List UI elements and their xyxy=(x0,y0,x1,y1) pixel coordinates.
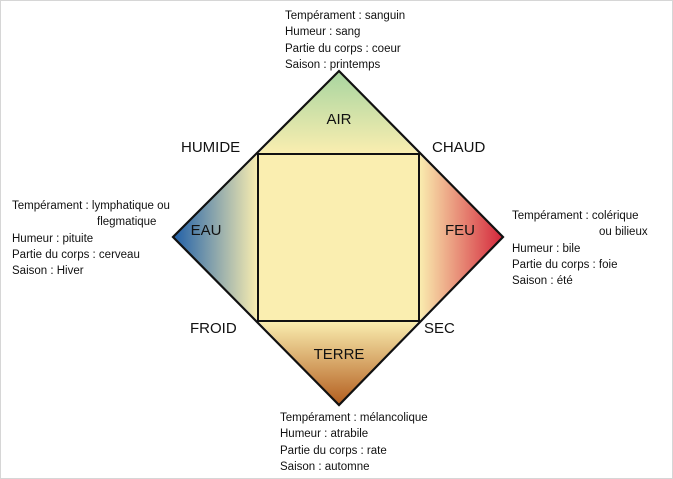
center-square xyxy=(257,153,420,322)
feu-region xyxy=(419,154,503,321)
element-label-air: AIR xyxy=(326,111,352,128)
eau-saison: Saison : Hiver xyxy=(12,265,84,278)
air-humeur: Humeur : sang xyxy=(285,26,361,39)
feu-humeur: Humeur : bile xyxy=(512,242,581,255)
terre-humeur: Humeur : atrabile xyxy=(280,428,369,441)
quality-humide: HUMIDE xyxy=(181,139,241,156)
terre-saison: Saison : automne xyxy=(280,460,370,473)
eau-partie-du-corps: Partie du corps : cerveau xyxy=(12,248,140,261)
feu-info: Tempérament : colérique ou bilieux Humeu… xyxy=(512,208,648,289)
feu-saison: Saison : été xyxy=(512,275,573,288)
quality-chaud: CHAUD xyxy=(432,139,486,156)
eau-temperament: Tempérament : lymphatique ou xyxy=(12,200,170,212)
eau-region xyxy=(173,154,258,321)
air-partie-du-corps: Partie du corps : coeur xyxy=(285,42,401,55)
feu-partie-du-corps: Partie du corps : foie xyxy=(512,258,618,271)
terre-partie-du-corps: Partie du corps : rate xyxy=(280,444,387,457)
quality-froid: FROID xyxy=(190,320,237,337)
air-info: Tempérament : sanguin Humeur : sang Part… xyxy=(285,8,405,73)
air-saison: Saison : printemps xyxy=(285,58,381,71)
element-label-eau: EAU xyxy=(190,222,222,239)
terre-region xyxy=(258,321,419,405)
feu-temperament: Tempérament : colérique xyxy=(512,210,639,222)
eau-temperament-cont: flegmatique xyxy=(97,216,157,229)
terre-temperament: Tempérament : mélancolique xyxy=(280,412,428,424)
element-label-feu: FEU xyxy=(445,222,475,239)
terre-info: Tempérament : mélancolique Humeur : atra… xyxy=(280,410,428,475)
air-region xyxy=(258,71,419,154)
feu-temperament-cont: ou bilieux xyxy=(599,226,648,239)
air-temperament: Tempérament : sanguin xyxy=(285,10,406,22)
element-label-terre: TERRE xyxy=(313,346,365,363)
eau-humeur: Humeur : pituite xyxy=(12,232,94,245)
quality-sec: SEC xyxy=(424,320,455,337)
eau-info: Tempérament : lymphatique ou flegmatique… xyxy=(12,198,170,279)
diamond-outline xyxy=(171,69,505,407)
